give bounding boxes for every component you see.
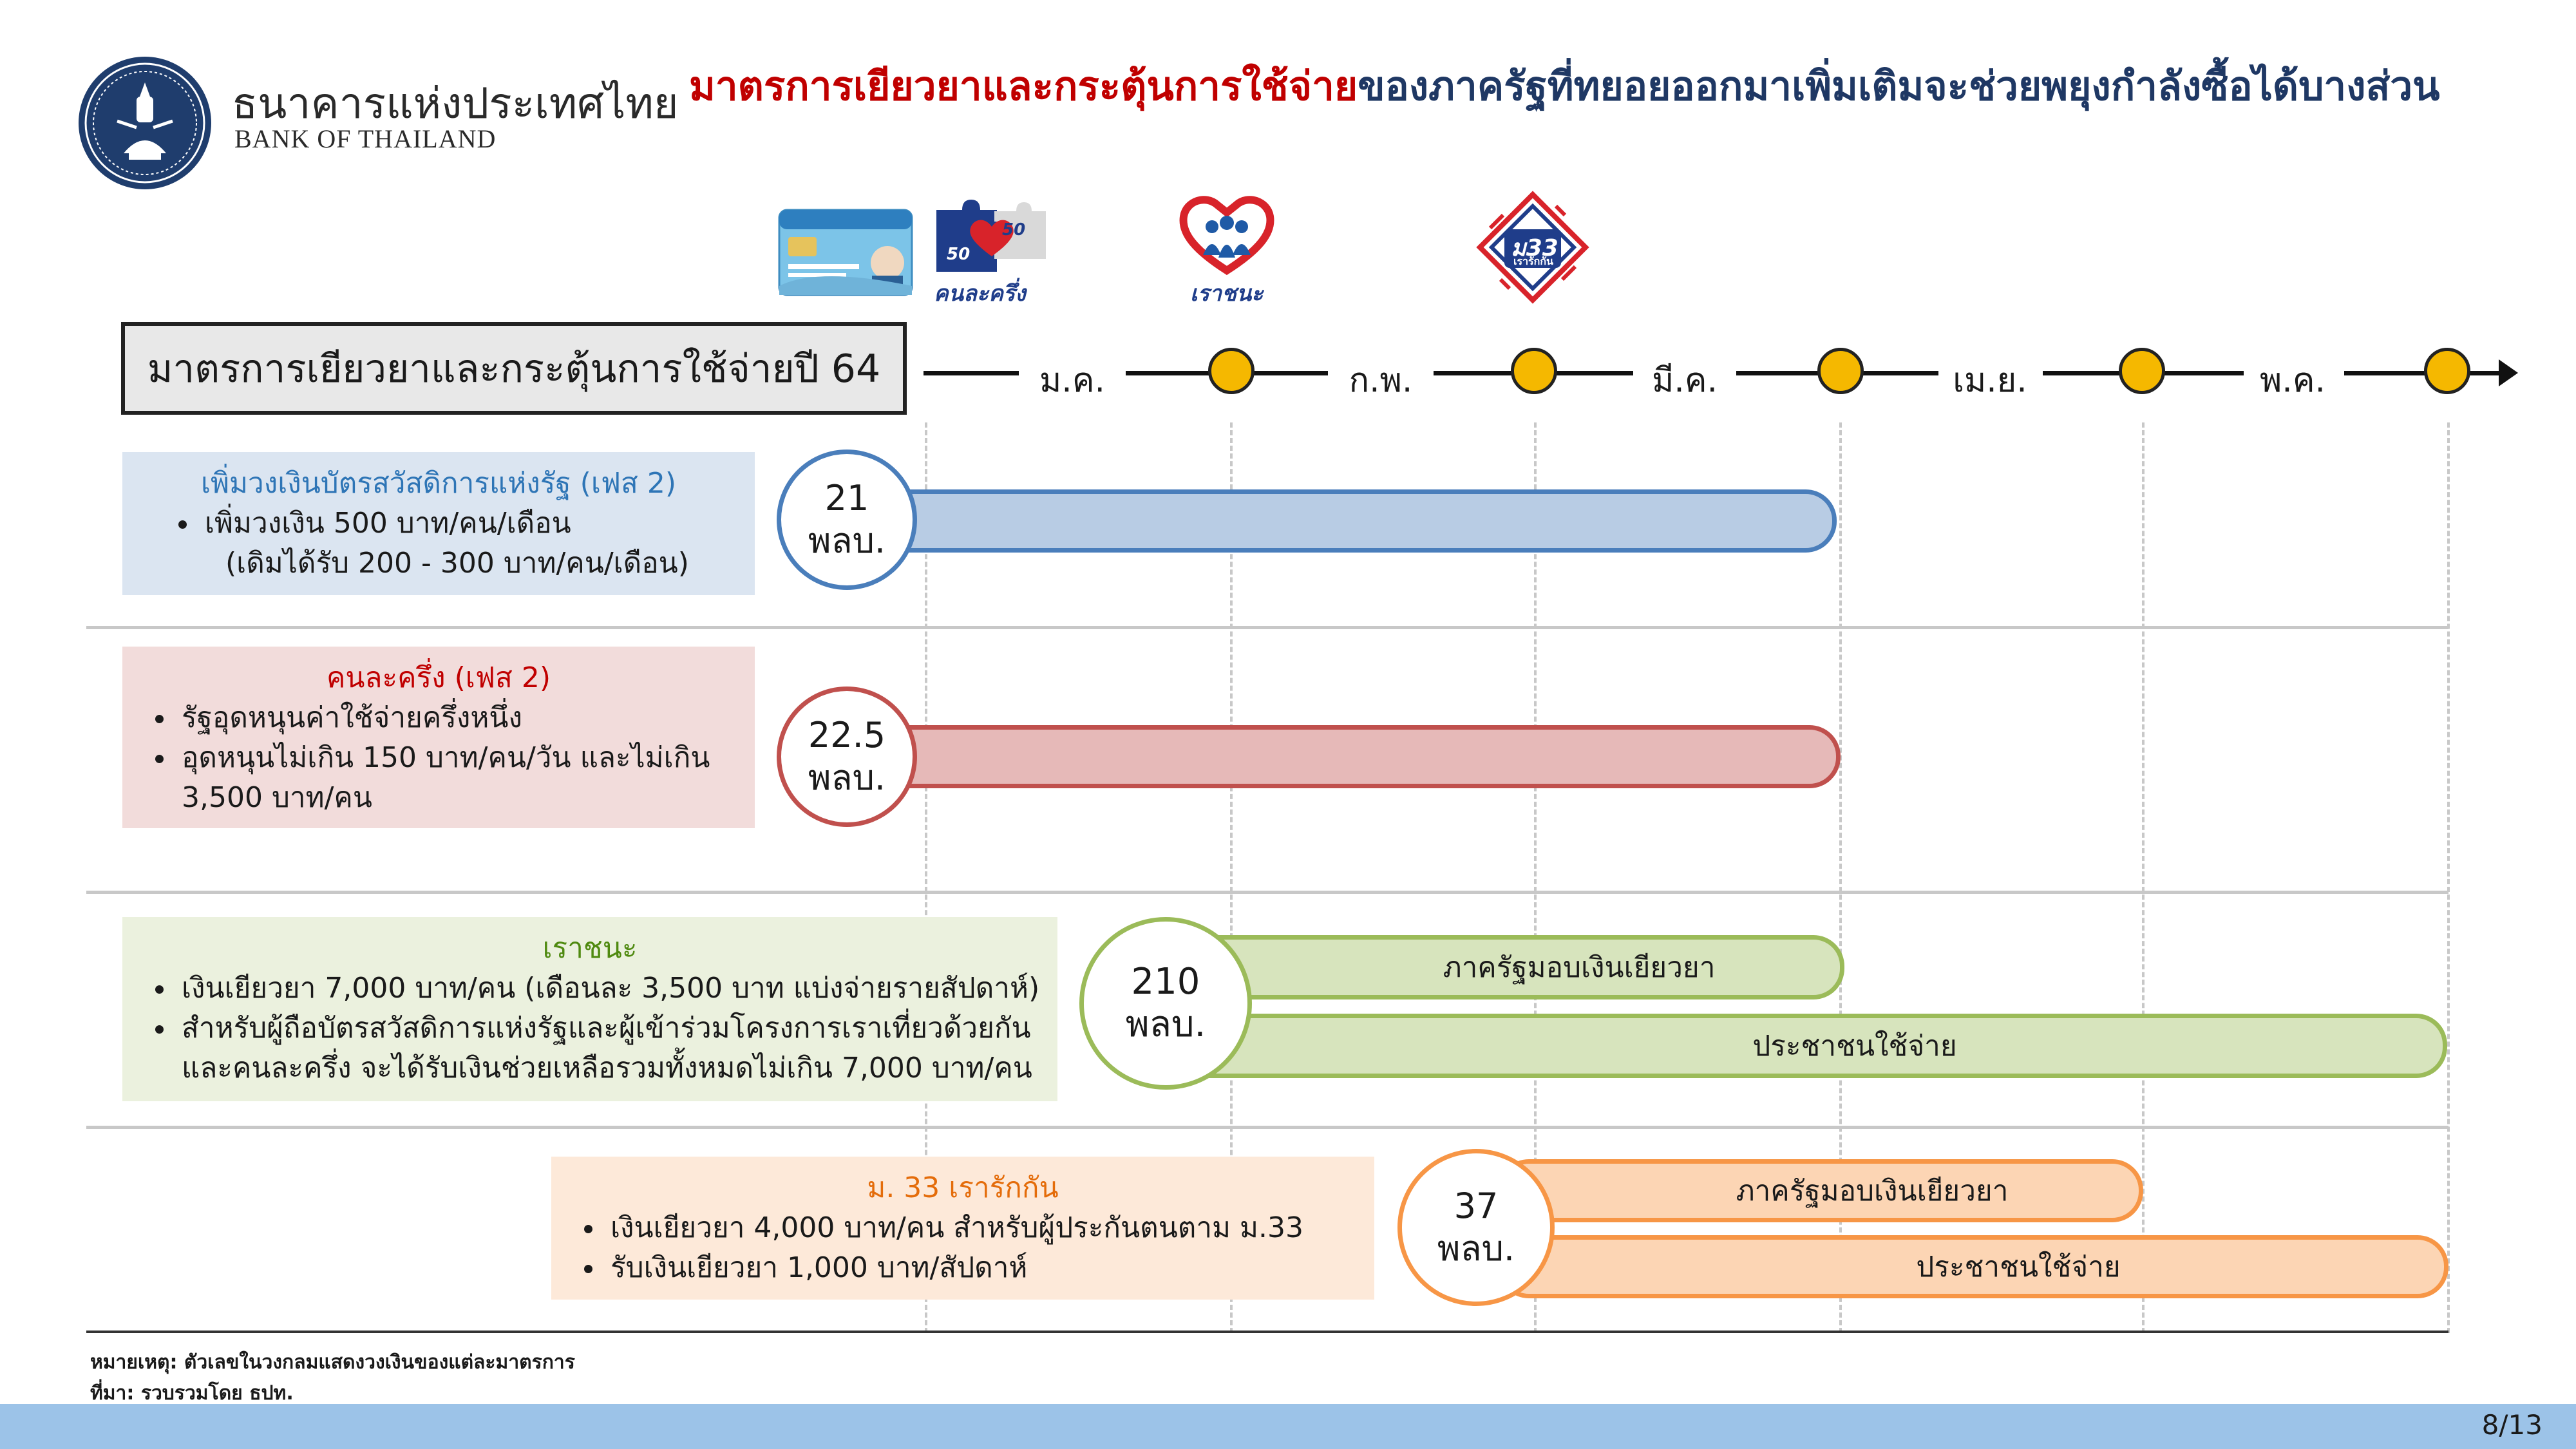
gridline bbox=[1534, 422, 1537, 1333]
bar-label: ภาครัฐมอบเงินเยียวยา bbox=[1736, 1175, 2009, 1208]
m33-logo-sublabel: เรารักกัน bbox=[1513, 255, 1553, 267]
measure-bullet: รัฐอุดหนุนค่าใช้จ่ายครึ่งหนึ่ง bbox=[176, 698, 739, 738]
bot-logo-seal bbox=[79, 57, 211, 189]
measure-title: เราชนะ bbox=[542, 932, 638, 965]
month-label-may: พ.ค. bbox=[2259, 361, 2326, 400]
measure-bullet: เงินเยียวยา 7,000 บาท/คน (เดือนละ 3,500 … bbox=[176, 969, 1042, 1009]
bottom-rule bbox=[86, 1331, 2448, 1333]
timeline-marker bbox=[1208, 348, 1255, 394]
amount-circle-m33: 37 พลบ. bbox=[1397, 1149, 1555, 1306]
row-divider bbox=[86, 1126, 2448, 1129]
amount-value: 210 bbox=[1131, 961, 1200, 1003]
amount-circle-rao-chana: 210 พลบ. bbox=[1079, 917, 1252, 1090]
rao-chana-heart-icon bbox=[1179, 193, 1275, 277]
row-divider bbox=[86, 891, 2448, 894]
measure-bar-rao-chana-spend: ประชาชนใช้จ่าย bbox=[1172, 1014, 2447, 1078]
measure-bullet: อุดหนุนไม่เกิน 150 บาท/คน/วัน และไม่เกิน… bbox=[176, 738, 739, 818]
measure-bullet: รับเงินเยียวยา 1,000 บาท/สัปดาห์ bbox=[605, 1248, 1359, 1288]
bar-label: ประชาชนใช้จ่าย bbox=[1916, 1251, 2121, 1283]
timeline-segment bbox=[923, 371, 1019, 375]
page-number: 8/13 bbox=[2481, 1409, 2543, 1441]
rao-chana-logo-label: เราชนะ bbox=[1190, 281, 1264, 307]
measure-note: (เดิมได้รับ 200 - 300 บาท/คน/เดือน) bbox=[225, 547, 689, 580]
measure-box-khon-la-khrueng: คนละครึ่ง (เฟส 2) รัฐอุดหนุนค่าใช้จ่ายคร… bbox=[122, 647, 755, 828]
footnote-note: หมายเหตุ: ตัวเลขในวงกลมแสดงวงเงินของแต่ล… bbox=[90, 1351, 575, 1374]
amount-unit: พลบ. bbox=[1437, 1228, 1515, 1269]
measure-box-rao-chana: เราชนะ เงินเยียวยา 7,000 บาท/คน (เดือนละ… bbox=[122, 917, 1057, 1101]
badge-50-left: 50 bbox=[947, 245, 971, 264]
measure-bar-m33-spend: ประชาชนใช้จ่าย bbox=[1498, 1235, 2448, 1298]
timeline-arrow-icon bbox=[2499, 359, 2518, 386]
bar-label: ภาครัฐมอบเงินเยียวยา bbox=[1443, 951, 1716, 984]
bar-label: ประชาชนใช้จ่าย bbox=[1752, 1030, 1957, 1063]
gridline bbox=[925, 422, 927, 1333]
footnote-source: ที่มา: รวบรวมโดย ธปท. bbox=[90, 1382, 294, 1405]
khon-la-khrueng-logo-label: คนละครึ่ง bbox=[934, 281, 1026, 307]
timeline-marker bbox=[2119, 348, 2165, 394]
gridline bbox=[1230, 422, 1233, 1333]
footer-band bbox=[0, 1404, 2576, 1449]
headline-red: มาตรการเยียวยาและกระตุ้นการใช้จ่าย bbox=[689, 62, 1358, 109]
amount-unit: พลบ. bbox=[1125, 1003, 1206, 1045]
timeline-marker bbox=[2424, 348, 2470, 394]
measure-bar-m33-gov: ภาครัฐมอบเงินเยียวยา bbox=[1498, 1159, 2143, 1222]
measure-title: คนละครึ่ง (เฟส 2) bbox=[326, 661, 551, 694]
m33-logo-icon bbox=[1475, 189, 1591, 305]
amount-circle-welfare-card: 21 พลบ. bbox=[777, 450, 917, 590]
measure-bar-khon-la-khrueng bbox=[869, 725, 1841, 788]
measure-bullet: เพิ่มวงเงิน 500 บาท/คน/เดือน bbox=[200, 504, 739, 544]
page-title: มาตรการเยียวยาและกระตุ้นการใช้จ่ายของภาค… bbox=[689, 55, 2440, 118]
amount-value: 21 bbox=[824, 478, 869, 518]
measure-bullet: สำหรับผู้ถือบัตรสวัสดิการแห่งรัฐและผู้เข… bbox=[176, 1009, 1042, 1088]
m33-logo-label: ม33 bbox=[1511, 235, 1558, 261]
month-label-jan: ม.ค. bbox=[1039, 361, 1106, 400]
headline-blue: ของภาครัฐที่ทยอยออกมาเพิ่มเติมจะช่วยพยุง… bbox=[1358, 62, 2440, 109]
amount-unit: พลบ. bbox=[808, 757, 886, 798]
gridline bbox=[2447, 422, 2450, 1333]
measure-title: เพิ่มวงเงินบัตรสวัสดิการแห่งรัฐ (เฟส 2) bbox=[200, 467, 677, 500]
org-name-th: ธนาคารแห่งประเทศไทย bbox=[232, 79, 679, 128]
row-divider bbox=[86, 626, 2448, 629]
org-name-en: BANK OF THAILAND bbox=[234, 124, 497, 153]
measure-bar-welfare-card bbox=[869, 489, 1837, 553]
gridline bbox=[1839, 422, 1842, 1333]
measure-title: ม. 33 เรารักกัน bbox=[867, 1171, 1059, 1204]
month-label-apr: เม.ย. bbox=[1953, 361, 2027, 400]
amount-unit: พลบ. bbox=[808, 520, 886, 561]
timeline-marker bbox=[1511, 348, 1557, 394]
amount-circle-khon-la-khrueng: 22.5 พลบ. bbox=[777, 687, 917, 827]
measure-box-welfare-card: เพิ่มวงเงินบัตรสวัสดิการแห่งรัฐ (เฟส 2) … bbox=[122, 452, 755, 595]
timeline-title: มาตรการเยียวยาและกระตุ้นการใช้จ่ายปี 64 bbox=[121, 322, 907, 415]
welfare-card-image bbox=[778, 209, 913, 296]
badge-50-right: 50 bbox=[1002, 220, 1026, 240]
amount-value: 37 bbox=[1454, 1186, 1499, 1226]
timeline-marker bbox=[1817, 348, 1864, 394]
measure-bar-rao-chana-gov: ภาครัฐมอบเงินเยียวยา bbox=[1172, 935, 1844, 999]
month-label-mar: มี.ค. bbox=[1651, 361, 1718, 400]
month-label-feb: ก.พ. bbox=[1349, 361, 1413, 400]
gridline bbox=[2142, 422, 2145, 1333]
puzzle-heart-icon bbox=[933, 197, 1048, 274]
measure-box-m33: ม. 33 เรารักกัน เงินเยียวยา 4,000 บาท/คน… bbox=[551, 1157, 1374, 1300]
amount-value: 22.5 bbox=[808, 715, 886, 755]
footnote: หมายเหตุ: ตัวเลขในวงกลมแสดงวงเงินของแต่ล… bbox=[90, 1347, 575, 1409]
measure-bullet: เงินเยียวยา 4,000 บาท/คน สำหรับผู้ประกัน… bbox=[605, 1208, 1359, 1248]
